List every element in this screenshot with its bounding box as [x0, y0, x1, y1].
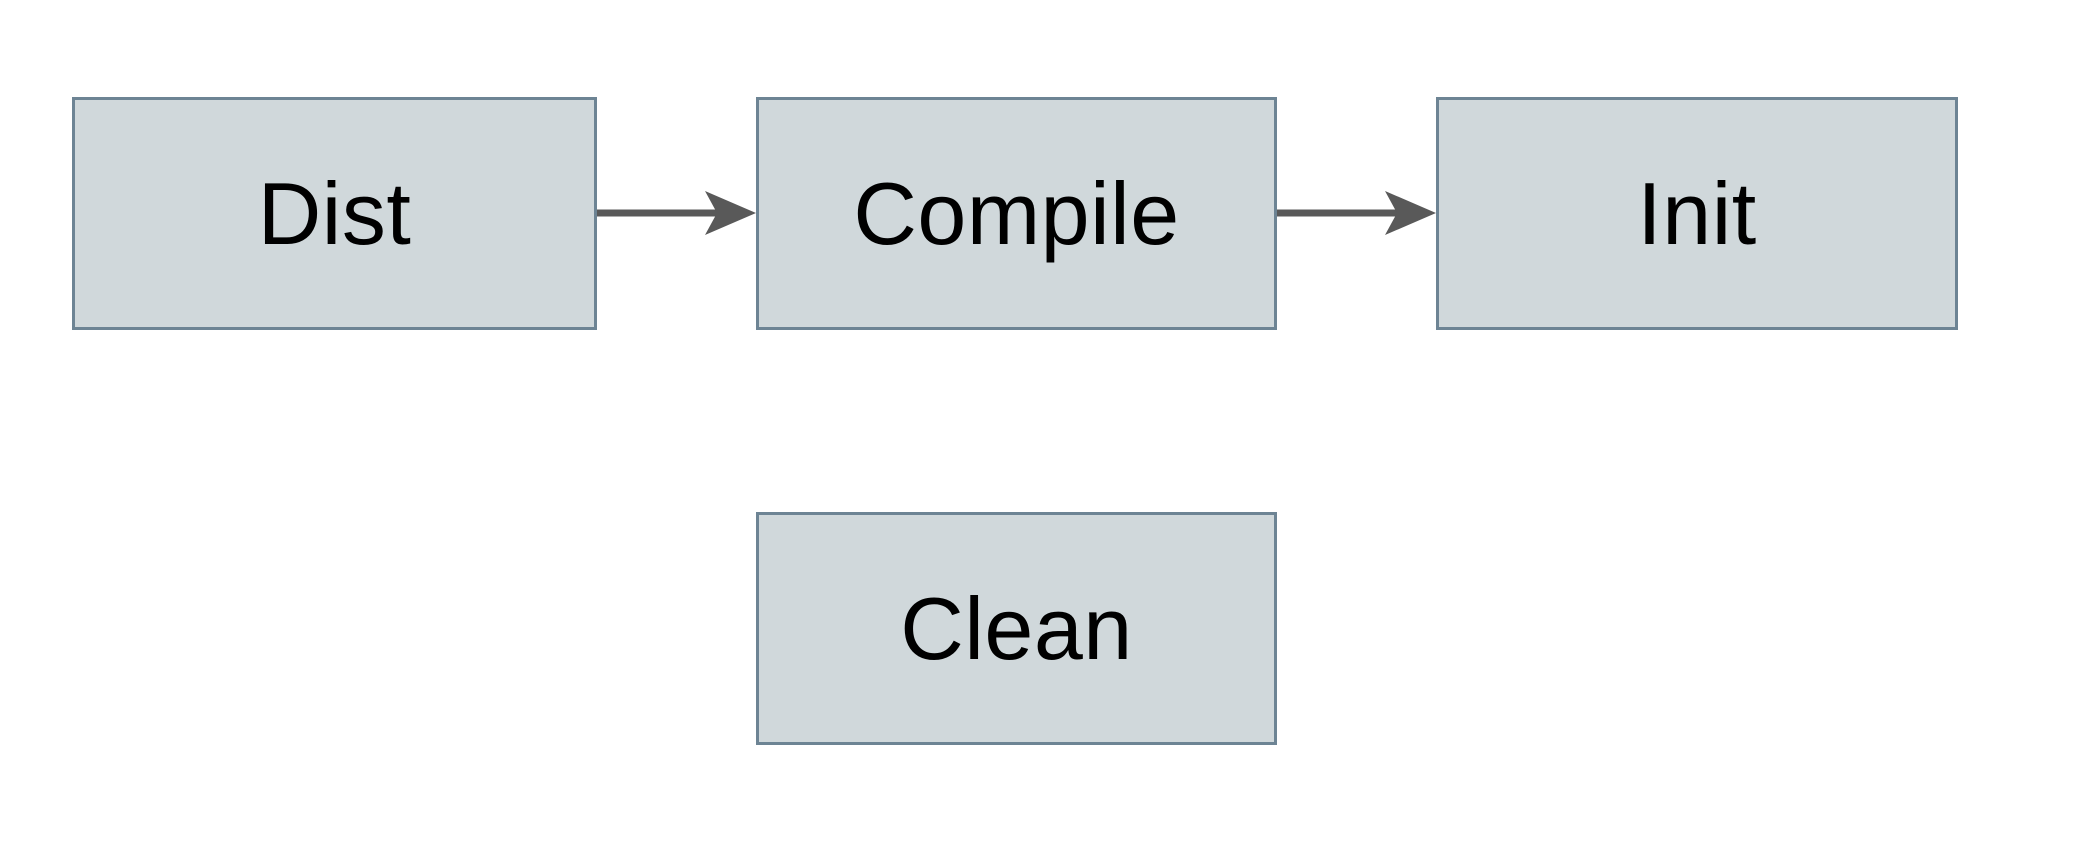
diagram-node-dist[interactable]: Dist [72, 97, 597, 330]
diagram-edge-compile-to-init [1277, 191, 1436, 235]
arrowhead-icon [1385, 191, 1436, 235]
diagram-node-init[interactable]: Init [1436, 97, 1958, 330]
node-label: Dist [257, 163, 412, 263]
node-label: Compile [853, 163, 1180, 263]
diagram-node-compile[interactable]: Compile [756, 97, 1277, 330]
node-label: Clean [900, 578, 1133, 678]
diagram-node-clean[interactable]: Clean [756, 512, 1277, 745]
diagram-edge-dist-to-compile [597, 191, 756, 235]
node-label: Init [1637, 163, 1757, 263]
arrowhead-icon [705, 191, 756, 235]
